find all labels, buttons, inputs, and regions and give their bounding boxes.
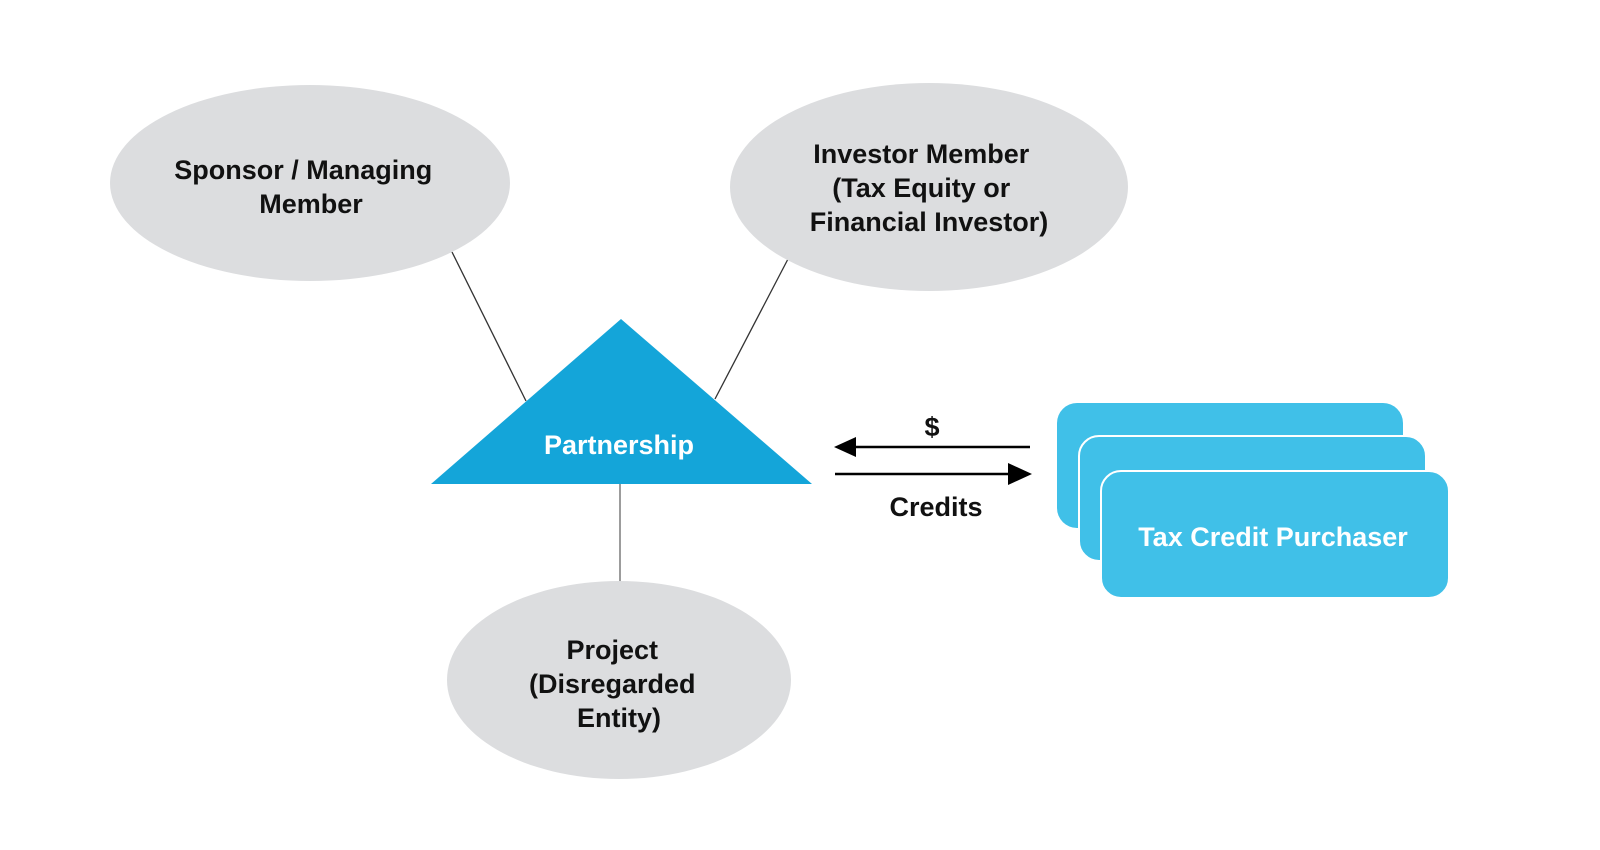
project-label: Project (Disregarded Entity) <box>529 635 703 733</box>
connector-sponsor-partnership <box>451 251 527 402</box>
money-arrowhead-icon <box>834 437 856 457</box>
sponsor-label: Sponsor / Managing Member <box>174 155 440 219</box>
flow-money: $ <box>834 412 1030 457</box>
project-label-line: Project <box>566 635 658 665</box>
node-sponsor: Sponsor / Managing Member <box>110 85 510 281</box>
project-ellipse <box>447 581 791 779</box>
flow-credits: Credits <box>835 463 1032 522</box>
sponsor-label-line: Member <box>259 189 363 219</box>
investor-ellipse <box>730 83 1128 291</box>
partnership-label: Partnership <box>544 430 694 460</box>
credits-arrowhead-icon <box>1008 463 1032 485</box>
investor-label-line: Financial Investor) <box>810 207 1049 237</box>
investor-label-line: (Tax Equity or <box>832 173 1011 203</box>
node-partnership: Partnership <box>431 319 812 484</box>
sponsor-label-line: Sponsor / Managing <box>174 155 432 185</box>
money-label: $ <box>924 412 939 442</box>
investor-label-line: Investor Member <box>813 139 1030 169</box>
node-investor: Investor Member (Tax Equity or Financial… <box>730 83 1128 291</box>
connector-investor-partnership <box>714 258 789 400</box>
project-label-line: Entity) <box>577 703 661 733</box>
sponsor-ellipse <box>110 85 510 281</box>
purchaser-label: Tax Credit Purchaser <box>1138 522 1408 552</box>
project-label-line: (Disregarded <box>529 669 696 699</box>
node-purchaser: Tax Credit Purchaser <box>1057 403 1450 599</box>
credits-label: Credits <box>889 492 982 522</box>
purchaser-card-front <box>1100 470 1450 599</box>
node-project: Project (Disregarded Entity) <box>447 581 791 779</box>
partnership-triangle <box>431 319 812 484</box>
investor-label: Investor Member (Tax Equity or Financial… <box>810 139 1049 237</box>
